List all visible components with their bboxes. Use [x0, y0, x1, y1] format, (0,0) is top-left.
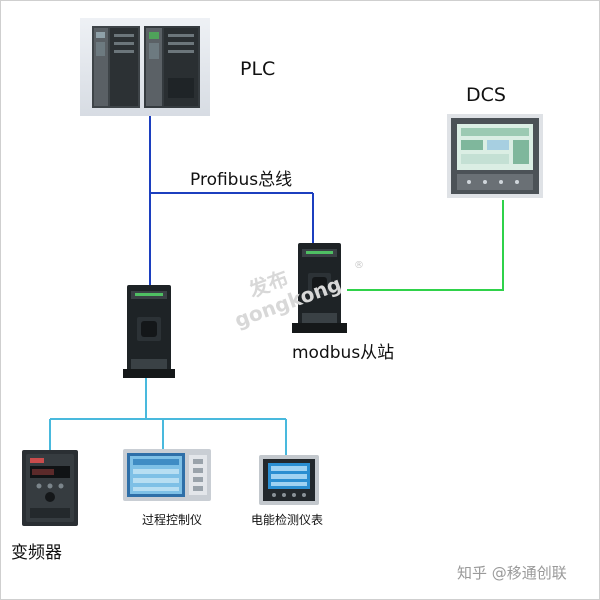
profibus-gateway-icon [123, 285, 175, 378]
process-controller-label: 过程控制仪 [142, 513, 203, 527]
plc-rack-icon [80, 18, 210, 116]
dcs-monitor-icon [447, 114, 543, 198]
modbus-slave-label: modbus从站 [292, 343, 395, 363]
process-controller-icon [123, 449, 211, 501]
profibus-bus-label: Profibus总线 [190, 170, 293, 190]
modbus-link-line [347, 200, 504, 291]
vfd-icon [22, 450, 78, 526]
vfd-label: 变频器 [11, 543, 62, 563]
dcs-label: DCS [466, 84, 506, 106]
power-meter-icon [259, 455, 319, 505]
power-meter-label: 电能检测仪表 [251, 513, 324, 527]
footer-watermark: 知乎 @移通创联 [457, 564, 567, 582]
registered-mark: ® [354, 260, 364, 271]
modbus-gateway-icon [292, 243, 347, 333]
plc-label: PLC [240, 58, 276, 80]
